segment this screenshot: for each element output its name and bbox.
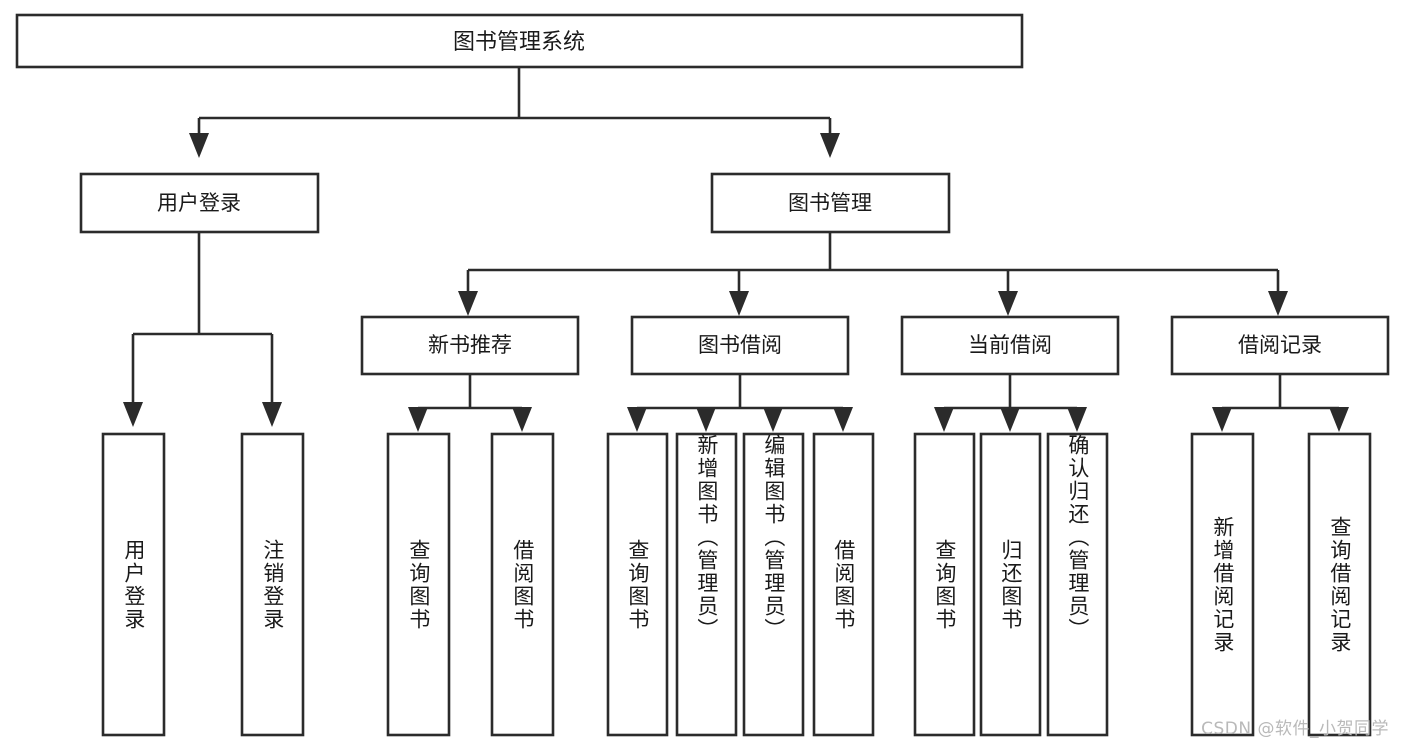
arrow-head-bb-leaf-1 xyxy=(627,407,647,432)
watermark-text: CSDN @软件_小贺同学 xyxy=(1201,719,1389,739)
node-current-borrow-label: 当前借阅 xyxy=(968,333,1052,357)
node-leaf-user-login-box[interactable] xyxy=(101,432,166,737)
node-user-login-label: 用户登录 xyxy=(157,191,241,215)
arrow-head-br-leaf-1 xyxy=(1212,407,1232,432)
node-borrow-record-box[interactable] xyxy=(1170,315,1390,376)
node-leaf-cb-return-book-box[interactable] xyxy=(979,432,1042,737)
arrow-head-bb-leaf-2 xyxy=(696,407,716,432)
node-leaf-br-query-record-box[interactable] xyxy=(1307,432,1372,737)
node-leaf-bb-borrow-book[interactable] xyxy=(812,432,875,737)
arrow-head-bb-leaf-4 xyxy=(833,407,853,432)
node-book-borrow-box[interactable] xyxy=(630,315,850,376)
node-new-book-recommend-label: 新书推荐 xyxy=(428,333,512,357)
arrow-head-leaf-logout xyxy=(262,402,282,427)
arrow-head-nb-leaf-2 xyxy=(512,407,532,432)
node-leaf-bb-edit-book-box[interactable] xyxy=(742,432,805,737)
node-leaf-logout-box[interactable] xyxy=(240,432,305,737)
connector-group-book-mgmt xyxy=(458,232,1288,316)
arrow-head-bb-leaf-3 xyxy=(763,407,783,432)
node-book-management-label: 图书管理 xyxy=(788,191,872,215)
arrow-head-current-borrow xyxy=(998,291,1018,316)
arrow-head-leaf-user-login xyxy=(123,402,143,427)
arrow-head-nb-leaf-1 xyxy=(408,407,428,432)
node-leaf-bb-add-book[interactable] xyxy=(675,432,738,737)
connector-group-root xyxy=(189,67,840,158)
node-current-borrow[interactable]: 当前借阅 xyxy=(900,315,1120,376)
arrow-head-br-leaf-2 xyxy=(1329,407,1349,432)
node-leaf-br-add-record-box[interactable] xyxy=(1190,432,1255,737)
node-leaf-logout[interactable] xyxy=(240,432,305,737)
node-leaf-cb-confirm-return[interactable] xyxy=(1046,432,1109,737)
arrow-head-cb-leaf-1 xyxy=(934,407,954,432)
node-leaf-nb-borrow-book[interactable] xyxy=(490,432,555,737)
node-borrow-record[interactable]: 借阅记录 xyxy=(1170,315,1390,376)
arrow-head-book-borrow xyxy=(729,291,749,316)
node-root-box[interactable] xyxy=(15,13,1024,69)
node-leaf-cb-confirm-return-box[interactable] xyxy=(1046,432,1109,737)
node-leaf-br-add-record[interactable] xyxy=(1190,432,1255,737)
arrow-head-cb-leaf-3 xyxy=(1067,407,1087,432)
node-leaf-cb-return-book[interactable] xyxy=(979,432,1042,737)
node-leaf-nb-query-book-box[interactable] xyxy=(386,432,451,737)
connector-group-new-book xyxy=(408,374,532,432)
node-leaf-br-query-record[interactable] xyxy=(1307,432,1372,737)
node-leaf-bb-query-book-box[interactable] xyxy=(606,432,669,737)
connector-group-current-borrow xyxy=(934,374,1087,432)
node-leaf-cb-query-book-box[interactable] xyxy=(913,432,976,737)
node-root[interactable]: 图书管理系统 xyxy=(15,13,1024,69)
node-book-borrow-label: 图书借阅 xyxy=(698,333,782,357)
node-book-borrow[interactable]: 图书借阅 xyxy=(630,315,850,376)
arrow-head-new-book xyxy=(458,291,478,316)
node-borrow-record-label: 借阅记录 xyxy=(1238,333,1322,357)
node-leaf-bb-edit-book[interactable] xyxy=(742,432,805,737)
node-book-management[interactable]: 图书管理 xyxy=(710,172,951,234)
node-leaf-nb-borrow-book-box[interactable] xyxy=(490,432,555,737)
node-user-login-box[interactable] xyxy=(79,172,320,234)
node-current-borrow-box[interactable] xyxy=(900,315,1120,376)
node-leaf-bb-add-book-box[interactable] xyxy=(675,432,738,737)
arrow-head-user-login xyxy=(189,133,209,158)
node-new-book-recommend[interactable]: 新书推荐 xyxy=(360,315,580,376)
node-new-book-recommend-box[interactable] xyxy=(360,315,580,376)
node-leaf-bb-query-book[interactable] xyxy=(606,432,669,737)
node-leaf-cb-query-book[interactable] xyxy=(913,432,976,737)
connector-group-user-login xyxy=(123,232,282,427)
node-leaf-nb-query-book[interactable] xyxy=(386,432,451,737)
connector-group-borrow-record xyxy=(1212,374,1349,432)
node-user-login[interactable]: 用户登录 xyxy=(79,172,320,234)
connector-group-book-borrow xyxy=(627,374,853,432)
arrow-head-borrow-record xyxy=(1268,291,1288,316)
node-book-management-box[interactable] xyxy=(710,172,951,234)
arrow-head-book-mgmt xyxy=(820,133,840,158)
node-leaf-bb-borrow-book-box[interactable] xyxy=(812,432,875,737)
node-root-label: 图书管理系统 xyxy=(453,30,585,55)
arrow-head-cb-leaf-2 xyxy=(1000,407,1020,432)
node-leaf-user-login[interactable] xyxy=(101,432,166,737)
